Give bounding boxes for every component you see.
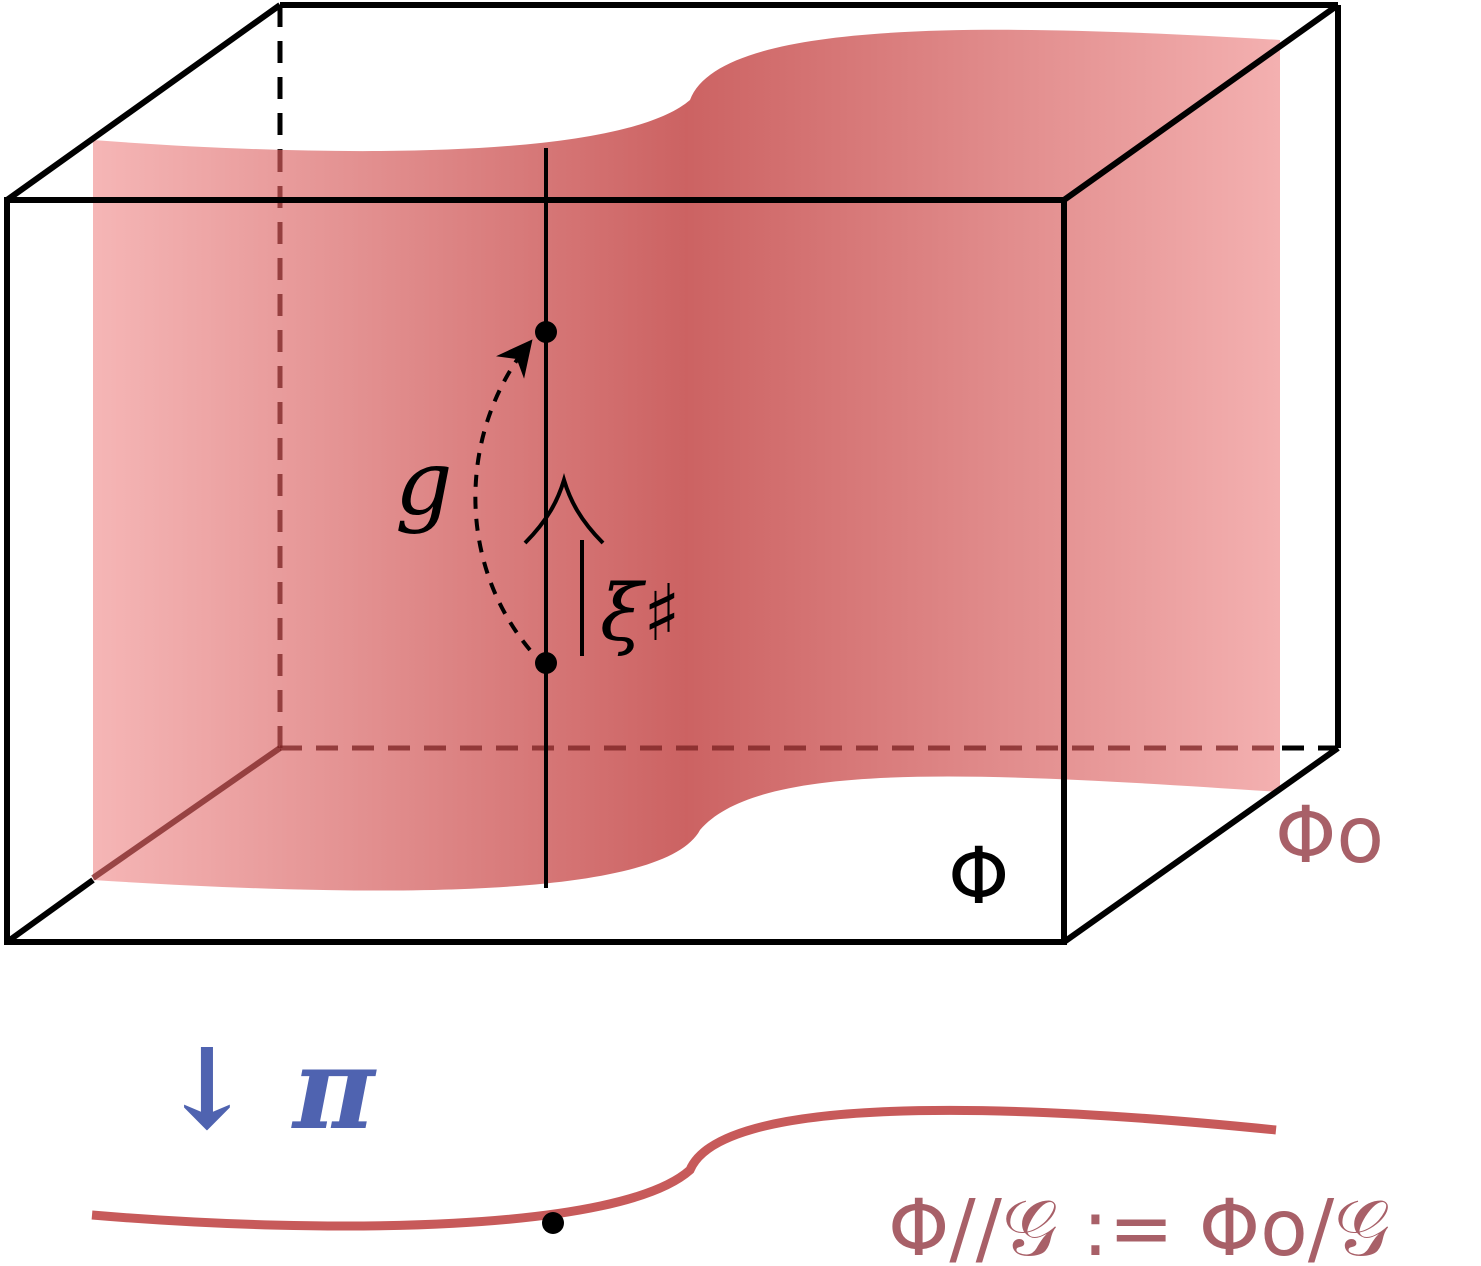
label-pi: ↓ π — [160, 1024, 377, 1155]
generator-double-arrow — [523, 473, 605, 656]
double-arrow-head — [523, 473, 605, 545]
box-hidden-edges-through-surface — [91, 150, 1282, 881]
label-phi: Φ — [948, 832, 1009, 922]
group-action-arrow — [473, 339, 533, 652]
label-quotient: Φ//𝒢 := Φo/𝒢 — [888, 1184, 1390, 1266]
box-bottom-left-diagonal — [5, 877, 95, 945]
surface-sheet — [93, 29, 1280, 891]
label-g: g — [395, 431, 453, 536]
hidden-diagonal-edge — [91, 745, 282, 881]
box-top-right-diagonal — [1062, 2, 1340, 203]
box-top-left-diagonal — [5, 2, 282, 203]
label-phi-o: Φo — [1275, 791, 1384, 881]
box-visible-edges — [4, 2, 1341, 945]
box-hidden-edges — [277, 5, 1338, 751]
quotient-point — [542, 1212, 564, 1234]
orbit-point-lower — [535, 652, 557, 674]
label-xi-sharp: ξ♯ — [600, 569, 681, 659]
orbit-point-upper — [535, 321, 557, 343]
quotient-curve — [91, 1105, 1277, 1231]
box-bottom-right-diagonal — [1062, 745, 1340, 945]
box-front-face — [4, 197, 1067, 945]
